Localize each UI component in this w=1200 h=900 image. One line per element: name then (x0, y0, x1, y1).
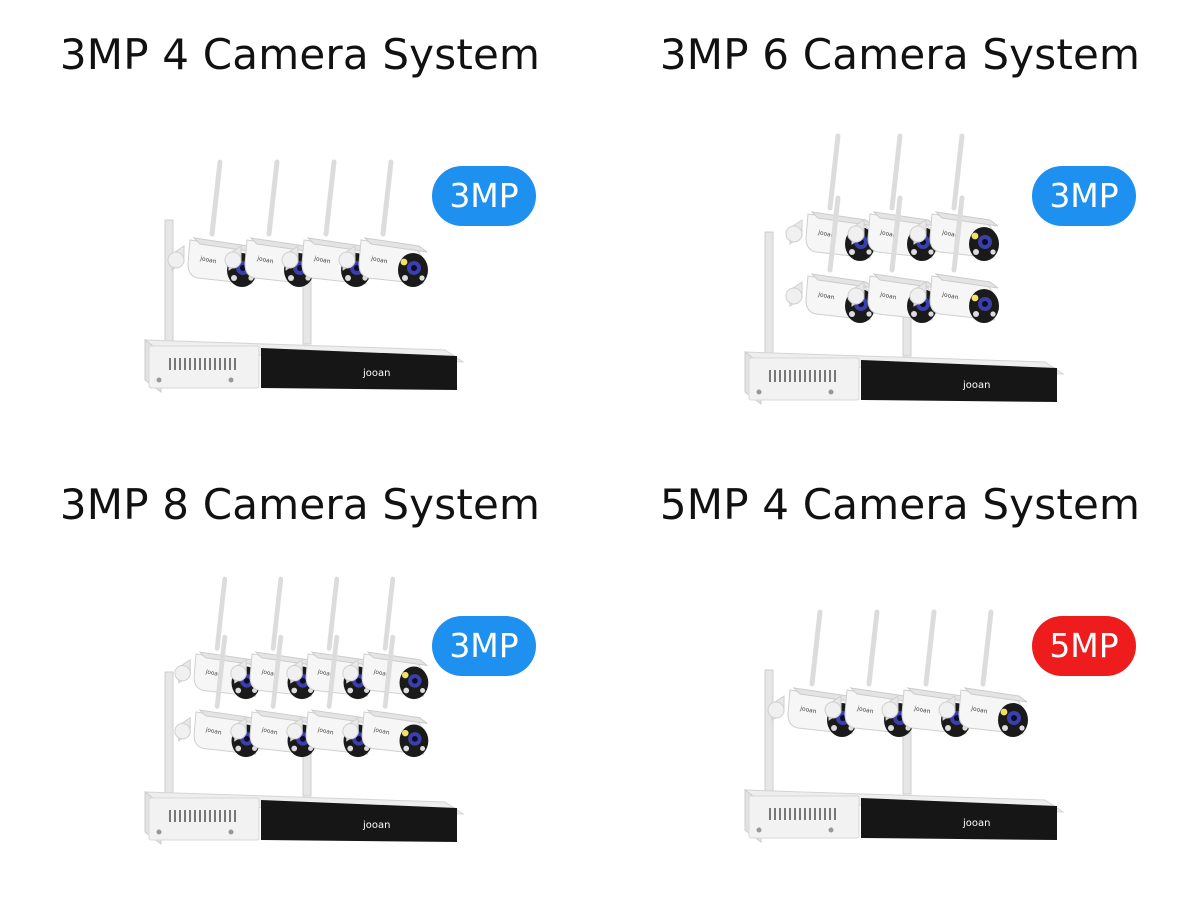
resolution-badge: 5MP (1032, 616, 1136, 676)
bullet-camera: jooan (909, 133, 999, 261)
brand-logo: jooan (372, 727, 390, 736)
resolution-badge: 3MP (432, 166, 536, 226)
nvr-recorder: jooan (743, 669, 1065, 843)
panel-title: 3MP 6 Camera System (659, 30, 1141, 79)
brand-logo: jooan (204, 669, 222, 678)
bullet-camera: jooan (847, 195, 937, 323)
nvr-recorder: jooan (143, 671, 465, 845)
bullet-camera: jooan (338, 159, 428, 287)
bullet-camera: jooan (785, 133, 875, 261)
brand-logo: jooan (260, 669, 278, 678)
brand-logo: jooan (199, 255, 218, 266)
brand-logo: jooan (362, 820, 390, 831)
brand-logo: jooan (962, 380, 990, 391)
brand-logo: jooan (256, 255, 275, 266)
brand-logo: jooan (316, 669, 334, 678)
camera-kit-illustration: jooan jooan jooan jooan jooan (143, 159, 465, 393)
brand-logo: jooan (362, 368, 390, 379)
brand-logo: jooan (941, 229, 960, 240)
brand-logo: jooan (204, 727, 222, 736)
nvr-recorder: jooan (743, 231, 1065, 405)
resolution-badge: 3MP (432, 616, 536, 676)
panel-title: 3MP 8 Camera System (59, 480, 541, 529)
brand-logo: jooan (372, 669, 390, 678)
bullet-camera: jooan (909, 195, 999, 323)
bullet-camera: jooan (167, 159, 257, 287)
brand-logo: jooan (370, 255, 389, 266)
brand-logo: jooan (313, 255, 332, 266)
brand-logo: jooan (260, 727, 278, 736)
brand-logo: jooan (879, 229, 898, 240)
bullet-camera: jooan (785, 195, 875, 323)
bullet-camera: jooan (767, 609, 857, 737)
brand-logo: jooan (316, 727, 334, 736)
brand-logo: jooan (817, 229, 836, 240)
bullet-camera: jooan (342, 576, 429, 700)
brand-logo: jooan (970, 705, 989, 716)
brand-logo: jooan (913, 705, 932, 716)
camera-kit-illustration: jooan jooan jooan jooan jooan jooan jooan (743, 133, 1065, 405)
brand-logo: jooan (941, 291, 960, 302)
brand-logo: jooan (817, 291, 836, 302)
panel-title: 3MP 4 Camera System (59, 30, 541, 79)
brand-logo: jooan (879, 291, 898, 302)
brand-logo: jooan (799, 705, 818, 716)
camera-kit-illustration: jooan jooan jooan jooan jooan (743, 609, 1065, 843)
panel-title: 5MP 4 Camera System (659, 480, 1141, 529)
bullet-camera: jooan (342, 634, 429, 758)
bullet-camera: jooan (938, 609, 1028, 737)
brand-logo: jooan (962, 818, 990, 829)
resolution-badge: 3MP (1032, 166, 1136, 226)
camera-kit-illustration: jooan jooan jooan jooan jooan jooan jooan jooan… (143, 576, 465, 845)
nvr-recorder: jooan (143, 219, 465, 393)
brand-logo: jooan (856, 705, 875, 716)
